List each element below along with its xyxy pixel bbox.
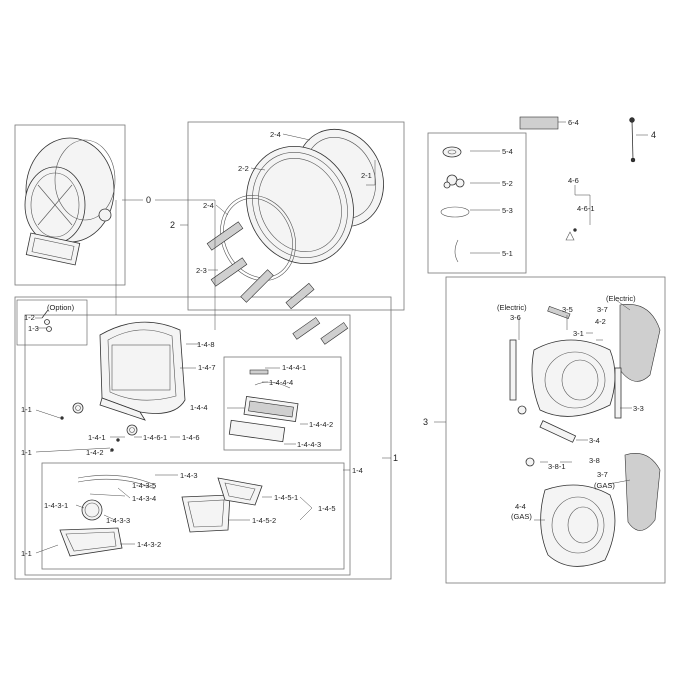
baffles-drawing — [292, 317, 349, 345]
label-3-7-top: 3-7 — [597, 305, 608, 314]
label-3: 3 — [423, 417, 428, 427]
label-1-4: 1-4 — [352, 466, 363, 475]
label-gas-right: (GAS) — [594, 481, 615, 490]
label-gas-left: (GAS) — [511, 512, 532, 521]
label-1-4-5-2: 1-4-5-2 — [252, 516, 276, 525]
assembled-drum-drawing — [24, 137, 116, 266]
label-1-4-3-5: 1-4-3-5 — [132, 481, 156, 490]
label-2-2: 2-2 — [238, 164, 249, 173]
lint-filter-drawing — [181, 477, 263, 533]
group-1-4-3-box — [41, 462, 345, 570]
label-3-5: 3-5 — [562, 305, 573, 314]
front-frame-drawing — [60, 321, 186, 452]
label-1-1-a: 1-1 — [21, 405, 32, 414]
small-parts-drawing — [519, 116, 636, 241]
label-1-4-5: 1-4-5 — [318, 504, 336, 513]
label-3-1: 3-1 — [573, 329, 584, 338]
label-5-2: 5-2 — [502, 179, 513, 188]
group-1-frame-box — [14, 296, 392, 580]
label-1-4-3-2: 1-4-3-2 — [137, 540, 161, 549]
label-1-4-4-2: 1-4-4-2 — [309, 420, 333, 429]
label-1-4-5-1: 1-4-5-1 — [274, 493, 298, 502]
label-1-4-8: 1-4-8 — [197, 340, 215, 349]
label-1-1-c: 1-1 — [21, 549, 32, 558]
heater-housing-drawing — [509, 303, 661, 567]
label-electric-right: (Electric) — [606, 294, 636, 303]
label-1-4-3-3: 1-4-3-3 — [106, 516, 130, 525]
drum-assembly-drawing — [206, 128, 384, 310]
group-1-4-4-box — [223, 356, 342, 451]
leader-lines — [35, 121, 648, 554]
label-3-7-bottom: 3-7 — [597, 470, 608, 479]
label-1-4-3-4: 1-4-3-4 — [132, 494, 156, 503]
assembled-drum-box — [14, 124, 126, 286]
label-4-6: 4-6 — [568, 176, 579, 185]
label-4: 4 — [651, 130, 656, 140]
label-1-1-b: 1-1 — [21, 448, 32, 457]
group-5-parts-drawing — [440, 146, 470, 263]
label-0: 0 — [146, 195, 151, 205]
label-3-3: 3-3 — [633, 404, 644, 413]
label-4-2: 4-2 — [595, 317, 606, 326]
label-2-4: 2-4 — [203, 201, 214, 210]
label-3-4: 3-4 — [589, 436, 600, 445]
label-1-4-6-1: 1-4-6-1 — [143, 433, 167, 442]
label-1-4-1: 1-4-1 — [88, 433, 106, 442]
label-3-8: 3-8 — [589, 456, 600, 465]
label-electric-left: (Electric) — [497, 303, 527, 312]
label-1-4-2: 1-4-2 — [86, 448, 104, 457]
group-1-4-box — [24, 314, 351, 576]
duct-drawing — [59, 474, 156, 557]
label-1-4-4-1: 1-4-4-1 — [282, 363, 306, 372]
option-switch-drawing — [16, 299, 88, 346]
group-5-box — [427, 132, 527, 274]
group-2-drum-box — [187, 121, 405, 311]
label-1-4-4: 1-4-4 — [190, 403, 208, 412]
label-4-4: 4-4 — [515, 502, 526, 511]
label-1-4-3: 1-4-3 — [180, 471, 198, 480]
label-2: 2 — [170, 220, 175, 230]
label-5-4: 5-4 — [502, 147, 513, 156]
label-6-4: 6-4 — [568, 118, 579, 127]
label-1-4-7: 1-4-7 — [198, 363, 216, 372]
label-1-4-4-3: 1-4-4-3 — [297, 440, 321, 449]
label-4-6-1: 4-6-1 — [577, 204, 595, 213]
label-1-4-4-4: 1-4-4-4 — [269, 378, 293, 387]
group-3-box — [445, 276, 666, 584]
label-1-4-6: 1-4-6 — [182, 433, 200, 442]
group-boxes — [14, 121, 666, 584]
filter-housing-drawing — [228, 369, 299, 443]
label-5-1: 5-1 — [502, 249, 513, 258]
label-2-1: 2-1 — [361, 171, 372, 180]
label-1-3: 1-3 — [28, 324, 39, 333]
callout-labels: 0 2 2-4 2-2 2-1 2-4 2-3 (Option) 1-2 1-3… — [21, 118, 656, 558]
label-2-4-top: 2-4 — [270, 130, 281, 139]
label-1-4-3-1: 1-4-3-1 — [44, 501, 68, 510]
label-3-8-1: 3-8-1 — [548, 462, 566, 471]
label-3-6: 3-6 — [510, 313, 521, 322]
label-1-2: 1-2 — [24, 313, 35, 322]
label-1: 1 — [393, 453, 398, 463]
label-2-3: 2-3 — [196, 266, 207, 275]
label-5-3: 5-3 — [502, 206, 513, 215]
label-option: (Option) — [47, 303, 75, 312]
